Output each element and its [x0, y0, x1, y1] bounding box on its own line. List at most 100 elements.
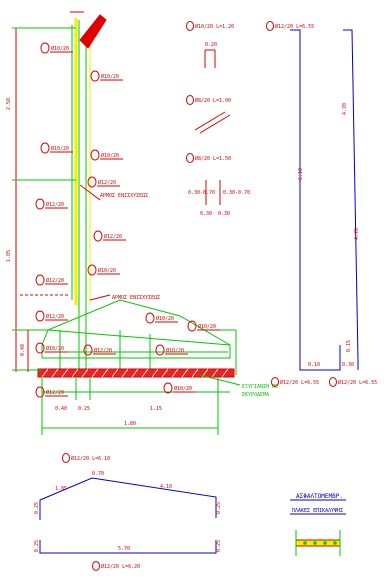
rebar-tag-label: Ø10/20	[46, 345, 64, 352]
leader-arm-secondary	[89, 294, 111, 301]
schedule-callout: Ø12/20 L=6.55	[329, 377, 377, 387]
schedule-callout-marker	[186, 95, 194, 105]
rebar-tag-label: Ø10/20	[166, 347, 184, 354]
schedule-callout-marker	[271, 377, 279, 387]
legend-subtitle: ΠΛΑΚΕΣ ΕΠΙΚΑΛΥΨΗΣ	[292, 508, 343, 514]
bent-bar-detail: 0.70 1.05 4.10 0.25 0.25 5.70 0.25 0.25	[34, 471, 222, 554]
schedule-callout-label: Ø8/20 L=1.00	[195, 97, 231, 104]
schedule-callout-marker	[329, 377, 337, 387]
arm-main-label: ΑΡΜΟΣ ΕΝΙΣΧΥΣΕΩΣ	[100, 193, 148, 199]
dim-upper-height: 2.50	[6, 98, 12, 110]
dim-total-base: 1.80	[124, 421, 136, 427]
schedule-callout: Ø10/20 L=1.20	[186, 21, 234, 31]
schedule-callout-label: Ø8/20 L=1.50	[195, 155, 231, 162]
schedule-callout-label: Ø12/20 L=6.55	[275, 23, 314, 30]
membrane-legend: ΑΣΦΑΛΤΟΜΕΜΒΡ. ΠΛΑΚΕΣ ΕΠΙΚΑΛΥΨΗΣ	[290, 493, 346, 556]
rebar-tag-marker	[90, 149, 100, 161]
dim-base-thickness: 0.40	[20, 344, 26, 356]
rebar-tag-label: Ø10/20	[51, 145, 69, 152]
leader-arm-main	[79, 184, 101, 201]
profile-bottom-left: 0.10	[308, 362, 320, 368]
legend-title: ΑΣΦΑΛΤΟΜΕΜΒΡ.	[296, 493, 343, 500]
schedule-callout-marker	[186, 153, 194, 163]
footing-note-1: ΕΞΥΓΙΑΝΣΗ ΜΕ	[242, 384, 278, 390]
schedule-callout: Ø8/20 L=1.00	[186, 95, 231, 105]
straight-bar-shape	[39, 540, 217, 554]
schedule-callout: Ø12/20 L=6.20	[92, 561, 140, 571]
arm-secondary-label: ΑΡΜΟΣ ΕΝΙΣΧΥΣΕΩΣ	[112, 295, 160, 301]
bent-hook-right: 0.25	[216, 502, 222, 514]
dim-toe-a: 0.40	[55, 406, 67, 412]
rebar-tag-marker	[35, 274, 45, 286]
rebar-tag-marker	[40, 142, 50, 154]
rebar-tag-marker	[93, 230, 103, 242]
rebar-tag-label: Ø10/20	[198, 323, 216, 330]
rebar-tag: Ø12/20	[83, 344, 116, 356]
rebar-tag: Ø10/20	[163, 382, 196, 394]
u-bar-detail	[204, 49, 216, 68]
rebar-tag-marker	[87, 176, 97, 188]
rebar-tag: Ø10/20	[155, 344, 188, 356]
rebar-tags: Ø10/20Ø10/20Ø10/20Ø10/20Ø12/20Ø12/20Ø12/…	[35, 42, 220, 398]
rebar-tag-marker	[35, 198, 45, 210]
straight-bar-label: 5.70	[118, 546, 130, 552]
bent-hook-left: 0.25	[34, 502, 40, 514]
profile-hook: 0.15	[346, 340, 352, 352]
top-cap-hatch	[79, 14, 107, 49]
wall-section	[12, 11, 241, 435]
rebar-tag-label: Ø12/20	[98, 179, 116, 186]
rebar-tag: Ø10/20	[87, 264, 120, 276]
legend-dots	[303, 541, 337, 545]
rebar-tag-marker	[35, 386, 45, 398]
schedule-callout: Ø12/20 L=6.55	[271, 377, 319, 387]
wall-dimensions: 1.80 0.40 0.25 1.15 2.50 1.85 0.40	[6, 98, 162, 427]
rebar-tag-label: Ø12/20	[46, 313, 64, 320]
leader-footing-note	[199, 374, 241, 386]
schedule-callout-label: Ø12/20 L=6.55	[280, 379, 319, 386]
rebar-tag-marker	[35, 310, 45, 322]
rebar-tag-label: Ø12/20	[46, 201, 64, 208]
rebar-tag-marker	[145, 312, 155, 324]
rebar-tag: Ø12/20	[35, 274, 68, 286]
schedule-callout-label: Ø12/20 L=6.55	[338, 379, 377, 386]
rebar-tag-label: Ø12/20	[46, 389, 64, 396]
stirrup-detail	[205, 180, 221, 205]
dim-lower-height: 1.85	[6, 250, 12, 262]
rebar-tag: Ø12/20	[35, 386, 68, 398]
rebar-tag: Ø12/20	[87, 176, 120, 188]
dim-toe-b: 0.25	[78, 406, 90, 412]
footing-top-rebar	[47, 329, 231, 346]
profile-bottom-right: 0.30	[342, 362, 354, 368]
rebar-tag-label: Ø10/20	[101, 73, 119, 80]
right-profile: 6.10 4.70 4.70 0.10 0.30 0.15	[290, 29, 360, 371]
detail-bottom-left: 0.30	[200, 211, 212, 217]
schedule-callout-marker	[62, 453, 70, 463]
rebar-tag-marker	[35, 342, 45, 354]
profile-left-bar	[290, 29, 341, 371]
rebar-tag-marker	[90, 70, 100, 82]
straight-hook-right: 0.25	[216, 540, 222, 552]
profile-low-label: 4.70	[354, 228, 360, 240]
rebar-tag-label: Ø10/20	[156, 315, 174, 322]
rebar-tag-label: Ø12/20	[46, 277, 64, 284]
bent-slope-label: 1.05	[55, 486, 67, 492]
schedule-callout: Ø8/20 L=1.50	[186, 153, 231, 163]
rebar-tag: Ø12/20	[93, 230, 126, 242]
schedule-callout-marker	[92, 561, 100, 571]
rebar-tag: Ø10/20	[145, 312, 178, 324]
rebar-tag: Ø10/20	[90, 70, 123, 82]
detail-left-label: 0.30-0.70	[188, 190, 215, 196]
wall-text-labels: ΑΡΜΟΣ ΕΝΙΣΧΥΣΕΩΣ ΑΡΜΟΣ ΕΝΙΣΧΥΣΕΩΣ ΕΞΥΓΙΑ…	[100, 193, 278, 398]
rebar-tag-marker	[163, 382, 173, 394]
bent-long-label: 4.10	[160, 484, 172, 490]
lean-concrete-band	[37, 368, 235, 378]
schedule-callout-label: Ø10/20 L=1.20	[195, 23, 234, 30]
rebar-tag-label: Ø12/20	[104, 233, 122, 240]
profile-top-label: 6.10	[298, 168, 304, 180]
profile-right-bar	[343, 29, 359, 370]
rebar-tag-marker	[187, 320, 197, 332]
bent-top-label: 0.70	[92, 471, 104, 477]
dim-heel: 1.15	[150, 406, 162, 412]
schedule-callout-label: Ø12/20 L=6.20	[101, 563, 140, 570]
